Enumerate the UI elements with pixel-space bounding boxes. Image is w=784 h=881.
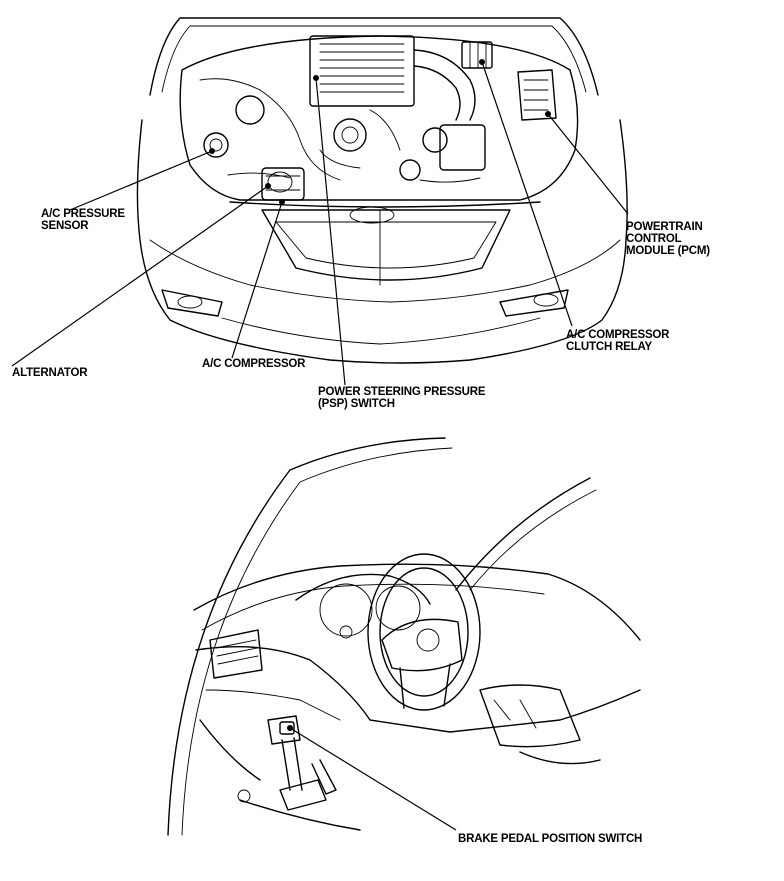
label-brake-pedal-position-switch: BRAKE PEDAL POSITION SWITCH — [458, 833, 643, 845]
cabin-drawing — [167, 437, 641, 836]
engine-bay-drawing — [136, 17, 628, 364]
label-ac-compressor-clutch-relay: A/C COMPRESSOR CLUTCH RELAY — [566, 329, 670, 353]
label-ac-pressure-sensor: A/C PRESSURE SENSOR — [41, 208, 125, 232]
label-psp-switch: POWER STEERING PRESSURE (PSP) SWITCH — [318, 386, 486, 410]
label-ac-compressor: A/C COMPRESSOR — [202, 358, 306, 370]
label-pcm: POWERTRAIN CONTROL MODULE (PCM) — [626, 221, 710, 257]
leader-lines-bottom — [287, 725, 457, 831]
leader-lines-top — [11, 59, 629, 386]
label-alternator: ALTERNATOR — [12, 367, 88, 379]
